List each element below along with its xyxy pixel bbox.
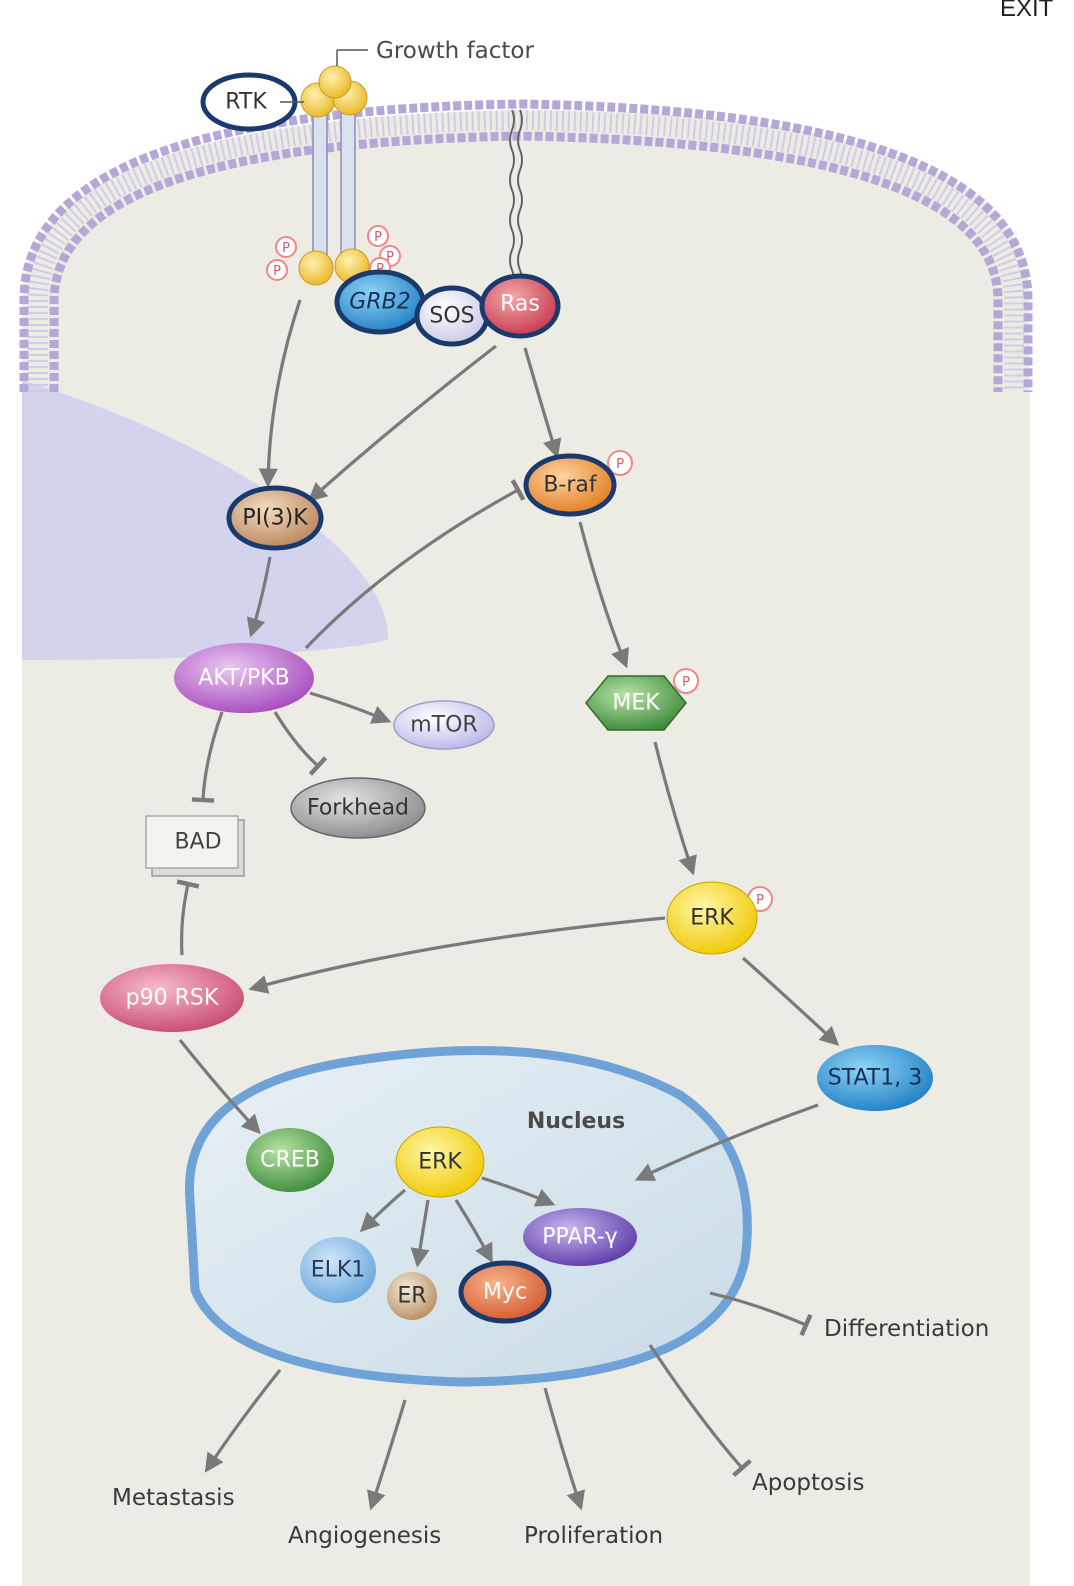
braf-label: B-raf: [543, 473, 598, 498]
phospho-braf: P: [607, 450, 633, 476]
arrow-proliferation: [543, 1387, 585, 1511]
elk1-label: ELK1: [311, 1258, 366, 1283]
outcome-angiogenesis: Angiogenesis: [288, 1523, 441, 1549]
rtk-label: RTK: [225, 90, 267, 115]
membrane-tails: [28, 109, 1024, 392]
grb2-label: GRB2: [349, 290, 410, 315]
node-forkhead: Forkhead: [290, 777, 426, 839]
ras-label: Ras: [500, 292, 540, 317]
phospho-text: P: [282, 241, 290, 256]
mek-label: MEK: [612, 691, 660, 716]
phospho-text: P: [616, 457, 624, 472]
node-mek: MEK: [585, 675, 687, 731]
node-pi3k: PI(3)K: [226, 485, 324, 551]
p90rsk-label: p90 RSK: [126, 986, 219, 1011]
arrow-mek-erk: [653, 741, 697, 876]
node-elk1: ELK1: [300, 1237, 376, 1303]
arrow-metastasis: [204, 1369, 282, 1473]
pparg-label: PPAR-γ: [542, 1225, 618, 1250]
node-erk: ERK: [666, 881, 758, 955]
phospho-text: P: [376, 262, 384, 277]
phospho-text: P: [374, 230, 382, 245]
arrow-erk-pparg: [481, 1176, 556, 1207]
node-creb: CREB: [246, 1128, 334, 1192]
er-label: ER: [397, 1284, 426, 1309]
membrane-inner: [49, 131, 1003, 392]
forkhead-label: Forkhead: [307, 796, 409, 821]
arrow-erk-p90rsk: [248, 916, 666, 994]
arrow-erk-myc: [454, 1199, 493, 1264]
node-akt: AKT/PKB: [174, 643, 314, 713]
outcome-differentiation: Differentiation: [824, 1316, 989, 1342]
phospho-badges: P P P P P P P P: [266, 225, 773, 912]
pi3k-label: PI(3)K: [242, 506, 308, 531]
ras-membrane-anchor: [509, 109, 523, 291]
akt-label: AKT/PKB: [198, 666, 289, 691]
corner-label: EXIT: [1000, 0, 1054, 22]
node-pparg: PPAR-γ: [523, 1208, 637, 1266]
phospho-text: P: [386, 250, 394, 265]
node-bad: BAD: [145, 815, 245, 877]
phospho-text: P: [682, 675, 690, 690]
node-mtor: mTOR: [393, 700, 495, 750]
rtk-receptor: [298, 65, 370, 286]
node-p90rsk: p90 RSK: [100, 964, 244, 1032]
myc-label: Myc: [483, 1280, 527, 1305]
bad-label: BAD: [174, 830, 221, 855]
node-erk-nuclear: ERK: [395, 1126, 485, 1198]
node-ras: Ras: [479, 273, 561, 339]
phospho-rtk-2: P: [266, 259, 288, 281]
arrow-angiogenesis: [367, 1399, 407, 1511]
inhibit-akt-bad: [191, 711, 224, 803]
endoplasmic-region: [22, 380, 389, 660]
arrow-rtk-pi3k: [258, 299, 302, 488]
phospho-text: P: [756, 893, 764, 908]
arrow-p90rsk-creb: [178, 1039, 261, 1135]
inhibit-p90rsk-bad: [176, 879, 200, 956]
phospho-rtk-3: P: [367, 225, 389, 247]
creb-label: CREB: [260, 1148, 320, 1173]
arrow-akt-mtor: [309, 691, 392, 724]
outcome-metastasis: Metastasis: [112, 1485, 235, 1511]
arrow-erk-stat: [741, 956, 840, 1046]
outcome-proliferation: Proliferation: [524, 1523, 663, 1549]
erk-nuclear-label: ERK: [418, 1150, 462, 1175]
node-sos: SOS: [414, 285, 490, 347]
node-stat: STAT1, 3: [817, 1045, 933, 1111]
node-braf: B-raf: [523, 453, 617, 517]
pathway-arrows: [176, 299, 840, 1511]
nucleus: [184, 1046, 752, 1387]
erk-label: ERK: [690, 906, 734, 931]
inhibit-apoptosis: [648, 1344, 752, 1478]
phospho-text: P: [273, 264, 281, 279]
phospho-mek: P: [673, 668, 699, 694]
growth-factor-label: Growth factor: [376, 38, 534, 64]
inhibit-akt-forkhead: [273, 711, 328, 776]
node-myc: Myc: [458, 1260, 552, 1324]
node-grb2: GRB2: [334, 269, 426, 335]
inhibit-differentiation: [709, 1291, 813, 1337]
arrow-erk-er: [410, 1199, 430, 1268]
arrow-pi3k-akt: [246, 556, 272, 638]
inhibit-akt-braf: [304, 479, 526, 650]
arrow-erk-elk1: [359, 1188, 407, 1233]
outcome-apoptosis: Apoptosis: [752, 1470, 864, 1496]
node-er: ER: [387, 1272, 437, 1320]
arrow-stat-nucleus: [634, 1103, 819, 1181]
sos-label: SOS: [429, 304, 474, 329]
stat-label: STAT1, 3: [828, 1066, 922, 1091]
phospho-rtk-1: P: [275, 236, 297, 258]
nucleus-label: Nucleus: [527, 1109, 625, 1134]
arrow-ras-braf: [523, 347, 562, 459]
arrow-braf-mek: [578, 521, 629, 669]
mtor-label: mTOR: [410, 713, 477, 738]
arrow-ras-pi3k: [307, 344, 497, 502]
membrane-outer: [19, 99, 1033, 392]
